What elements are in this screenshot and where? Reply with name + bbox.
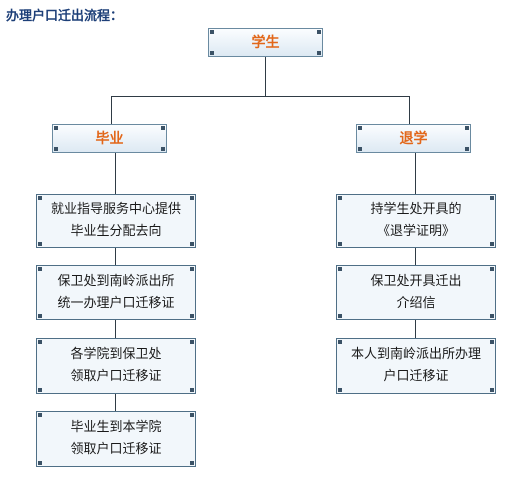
connector xyxy=(415,320,416,338)
connector xyxy=(115,394,116,411)
graduation-step-2: 保卫处到南岭派出所 统一办理户口迁移证 xyxy=(36,265,196,320)
connector xyxy=(409,96,410,124)
connector xyxy=(265,57,266,97)
graduation-step-1-label: 就业指导服务中心提供 毕业生分配去向 xyxy=(50,202,181,239)
withdrawal-step-1-label: 持学生处开具的 《退学证明》 xyxy=(370,202,462,239)
connector xyxy=(111,96,112,124)
withdrawal-node: 退学 xyxy=(356,124,471,153)
graduation-step-4: 毕业生到本学院 领取户口迁移证 xyxy=(36,411,196,467)
graduation-step-1: 就业指导服务中心提供 毕业生分配去向 xyxy=(36,194,196,248)
connector xyxy=(115,320,116,338)
withdrawal-step-2-label: 保卫处开具迁出 介绍信 xyxy=(370,273,462,311)
graduation-node: 毕业 xyxy=(52,124,167,153)
withdrawal-step-1: 持学生处开具的 《退学证明》 xyxy=(336,194,496,248)
graduation-step-3: 各学院到保卫处 领取户口迁移证 xyxy=(36,338,196,394)
connector xyxy=(415,153,416,194)
graduation-step-2-label: 保卫处到南岭派出所 统一办理户口迁移证 xyxy=(57,273,175,311)
student-node-label: 学生 xyxy=(251,34,280,51)
page-title: 办理户口迁出流程： xyxy=(6,9,124,24)
graduation-node-label: 毕业 xyxy=(95,130,124,147)
withdrawal-step-3-label: 本人到南岭派出所办理 户口迁移证 xyxy=(350,347,481,384)
graduation-step-3-label: 各学院到保卫处 领取户口迁移证 xyxy=(70,347,162,384)
connector xyxy=(115,153,116,194)
withdrawal-step-2: 保卫处开具迁出 介绍信 xyxy=(336,265,496,320)
student-node: 学生 xyxy=(208,28,323,57)
withdrawal-node-label: 退学 xyxy=(399,130,428,147)
withdrawal-step-3: 本人到南岭派出所办理 户口迁移证 xyxy=(336,338,496,394)
connector xyxy=(115,248,116,265)
connector xyxy=(415,248,416,265)
connector xyxy=(111,96,410,97)
graduation-step-4-label: 毕业生到本学院 领取户口迁移证 xyxy=(70,420,162,457)
